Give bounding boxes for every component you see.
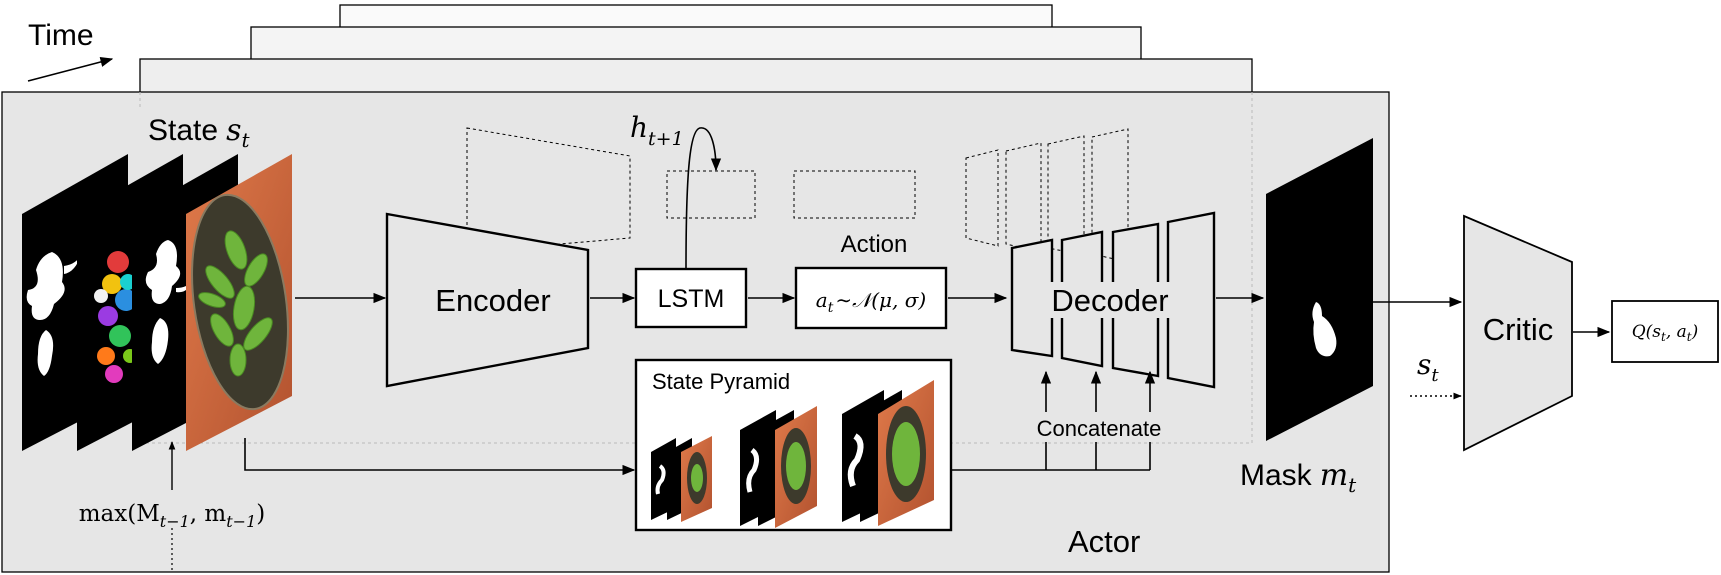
plant-leaves (198, 230, 273, 377)
q-value-block (1611, 300, 1719, 363)
decoder-label: Decoder (1051, 283, 1168, 318)
action-ghost (793, 170, 916, 219)
action-formula: at∼𝒩(μ, σ) (816, 288, 926, 316)
concatenate-label: Concatenate (1037, 416, 1162, 441)
critic-state-input-label: st (1417, 348, 1439, 386)
action-block (794, 266, 948, 330)
pyramid-level-medium (740, 406, 817, 528)
frame-ghost-outline (139, 92, 1253, 444)
time-arrow (27, 56, 114, 82)
encoder-label: Encoder (435, 283, 550, 318)
encoder-block (385, 212, 590, 388)
encoder-ghost (466, 127, 631, 253)
state-image-stack (22, 154, 292, 451)
state-pyramid-label: State Pyramid (652, 369, 790, 394)
arrow-state-pyramid (244, 438, 636, 476)
q-value-label: Q(st, at) (1632, 322, 1699, 344)
mask-output-image (1266, 138, 1373, 441)
critic-block (1463, 214, 1573, 452)
concatenate-label-bg (1028, 412, 1170, 442)
prev-mask-blob (145, 240, 192, 364)
lstm-label: LSTM (658, 285, 725, 313)
decoder-block (1010, 211, 1216, 389)
critic-label: Critic (1483, 312, 1554, 347)
lstm-block (634, 267, 748, 329)
prev-mask-label: max(Mt−1, mt−1) (79, 501, 265, 531)
decoder-label-bg (1042, 282, 1174, 318)
action-title: Action (841, 231, 908, 258)
mask-output-blob (1312, 302, 1337, 357)
pyramid-level-large (842, 380, 934, 526)
pyramid-level-small (651, 436, 712, 522)
instance-segments (94, 251, 137, 383)
hidden-state-label: ht+1 (630, 111, 684, 150)
mask-blob (26, 252, 83, 376)
time-label: Time (28, 19, 94, 52)
lstm-recurrent-arrow (685, 127, 722, 270)
actor-label: Actor (1068, 524, 1140, 559)
